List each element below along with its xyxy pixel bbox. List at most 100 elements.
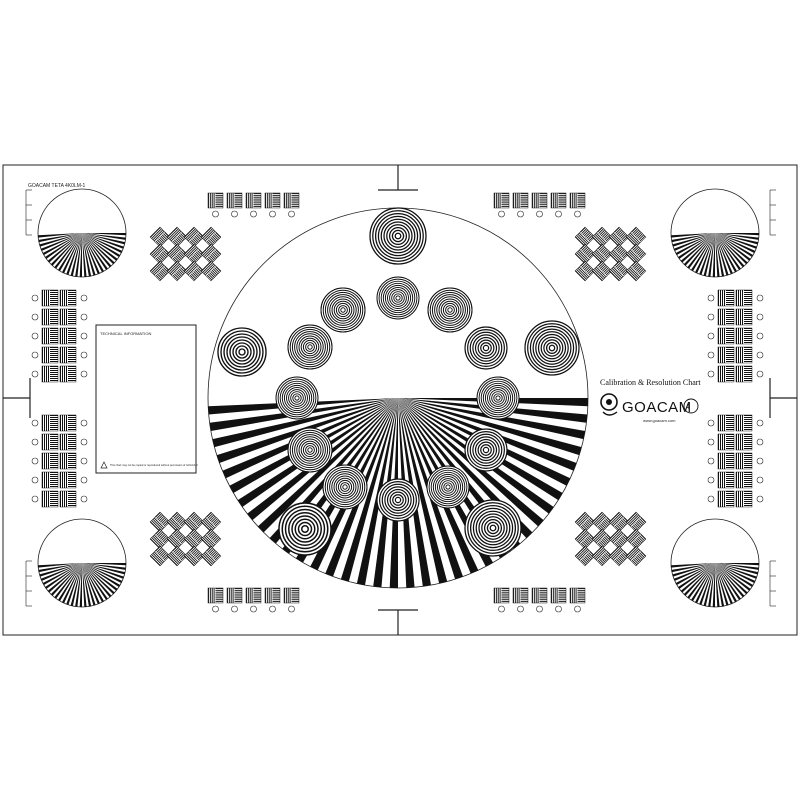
resolution-circle-2 <box>376 276 420 320</box>
grid-right-upper-num-0 <box>707 294 715 302</box>
resolution-circle-1 <box>320 287 366 333</box>
grid-diag-tl-2-3 <box>200 260 222 282</box>
grid-left-upper-numr-3 <box>80 351 88 359</box>
grid-diag-tr-0-1 <box>591 226 613 248</box>
grid-left-lower-3 <box>41 471 59 489</box>
grid-left-lower-numr-1 <box>80 438 88 446</box>
grid-bottom-left-num-1 <box>231 605 238 613</box>
grid-left-lower-numr-3 <box>80 476 88 484</box>
grid-top-left-0 <box>207 192 224 209</box>
grid-diag-tr-1-0 <box>574 243 596 265</box>
grid-diag-br-2-1 <box>591 545 613 567</box>
grid-bottom-left-3 <box>264 587 281 604</box>
grid-top-right-num-2 <box>536 210 543 218</box>
grid-right-upper-b-0 <box>735 289 753 307</box>
grid-top-right-3 <box>550 192 567 209</box>
grid-diag-br-0-0 <box>574 511 596 533</box>
grid-right-lower-num-3 <box>707 476 715 484</box>
grid-right-lower-numr-4 <box>756 495 764 503</box>
grid-right-upper-num-1 <box>707 313 715 321</box>
grid-diag-tl-0-2 <box>183 226 205 248</box>
grid-right-upper-numr-1 <box>756 313 764 321</box>
grid-diag-bl-1-1 <box>166 528 188 550</box>
grid-top-left-num-3 <box>269 210 276 218</box>
grid-left-lower-b-1 <box>59 433 77 451</box>
grid-diag-br-1-0 <box>574 528 596 550</box>
grid-left-lower-4 <box>41 490 59 508</box>
resolution-circle-14 <box>426 465 470 509</box>
grid-diag-bl-2-0 <box>149 545 171 567</box>
grid-bottom-left-num-2 <box>250 605 257 613</box>
grid-left-upper-num-4 <box>31 370 39 378</box>
grid-diag-bl-1-3 <box>200 528 222 550</box>
grid-diag-tl-2-2 <box>183 260 205 282</box>
grid-right-lower-b-2 <box>735 452 753 470</box>
grid-diag-br-2-0 <box>574 545 596 567</box>
grid-left-upper-2 <box>41 327 59 345</box>
grid-left-lower-num-1 <box>31 438 39 446</box>
grid-bottom-left-num-0 <box>212 605 219 613</box>
grid-left-upper-num-0 <box>31 294 39 302</box>
grid-left-lower-numr-2 <box>80 457 88 465</box>
grid-left-upper-numr-2 <box>80 332 88 340</box>
grid-left-upper-numr-0 <box>80 294 88 302</box>
grid-diag-tl-0-3 <box>200 226 222 248</box>
grid-right-upper-3 <box>717 346 735 364</box>
grid-diag-br-2-3 <box>625 545 647 567</box>
grid-right-upper-2 <box>717 327 735 345</box>
grid-diag-tr-1-3 <box>625 243 647 265</box>
grid-diag-bl-1-0 <box>149 528 171 550</box>
grid-right-upper-b-4 <box>735 365 753 383</box>
grid-top-left-num-1 <box>231 210 238 218</box>
grid-right-upper-numr-2 <box>756 332 764 340</box>
grid-left-upper-4 <box>41 365 59 383</box>
grid-diag-bl-2-1 <box>166 545 188 567</box>
grid-left-upper-num-1 <box>31 313 39 321</box>
grid-diag-bl-2-2 <box>183 545 205 567</box>
grid-left-upper-3 <box>41 346 59 364</box>
grid-bottom-left-2 <box>245 587 262 604</box>
grid-right-lower-numr-0 <box>756 419 764 427</box>
grid-diag-bl-0-1 <box>166 511 188 533</box>
grid-left-lower-num-0 <box>31 419 39 427</box>
grid-bottom-right-num-0 <box>498 605 505 613</box>
grid-right-lower-numr-3 <box>756 476 764 484</box>
grid-left-upper-b-3 <box>59 346 77 364</box>
grid-top-left-num-2 <box>250 210 257 218</box>
resolution-circle-11 <box>464 428 508 472</box>
corner-siemens-stars <box>37 188 760 608</box>
grid-right-upper-numr-3 <box>756 351 764 359</box>
grid-diag-tl-1-0 <box>149 243 171 265</box>
grid-right-upper-b-3 <box>735 346 753 364</box>
resolution-circle-3 <box>427 287 473 333</box>
grid-left-lower-num-4 <box>31 495 39 503</box>
grid-right-lower-numr-1 <box>756 438 764 446</box>
grid-diag-bl-0-2 <box>183 511 205 533</box>
grid-right-upper-num-3 <box>707 351 715 359</box>
grid-right-upper-b-1 <box>735 308 753 326</box>
grid-bottom-right-num-1 <box>517 605 524 613</box>
main-star-wedges <box>207 207 589 589</box>
brand-website: www.goacam.com <box>643 418 676 423</box>
grid-bottom-right-2 <box>531 587 548 604</box>
resolution-grid-blocks <box>31 192 764 613</box>
grid-left-upper-num-3 <box>31 351 39 359</box>
grid-top-right-num-1 <box>517 210 524 218</box>
grid-left-lower-b-3 <box>59 471 77 489</box>
brand-name: GOACAM <box>622 399 692 416</box>
grid-right-lower-num-1 <box>707 438 715 446</box>
grid-diag-tl-0-1 <box>166 226 188 248</box>
grid-bottom-right-num-2 <box>536 605 543 613</box>
grid-top-right-num-0 <box>498 210 505 218</box>
aspect-ratio-scales <box>25 189 776 607</box>
grid-bottom-right-3 <box>550 587 567 604</box>
grid-diag-bl-1-2 <box>183 528 205 550</box>
grid-diag-br-0-2 <box>608 511 630 533</box>
technical-info-box: TECHNICAL INFORMATION This chart may not… <box>95 324 198 474</box>
grid-right-lower-2 <box>717 452 735 470</box>
brand-logo <box>600 393 618 416</box>
svg-text:4: 4 <box>686 404 690 411</box>
alignment-marks <box>3 165 797 635</box>
grid-left-upper-0 <box>41 289 59 307</box>
